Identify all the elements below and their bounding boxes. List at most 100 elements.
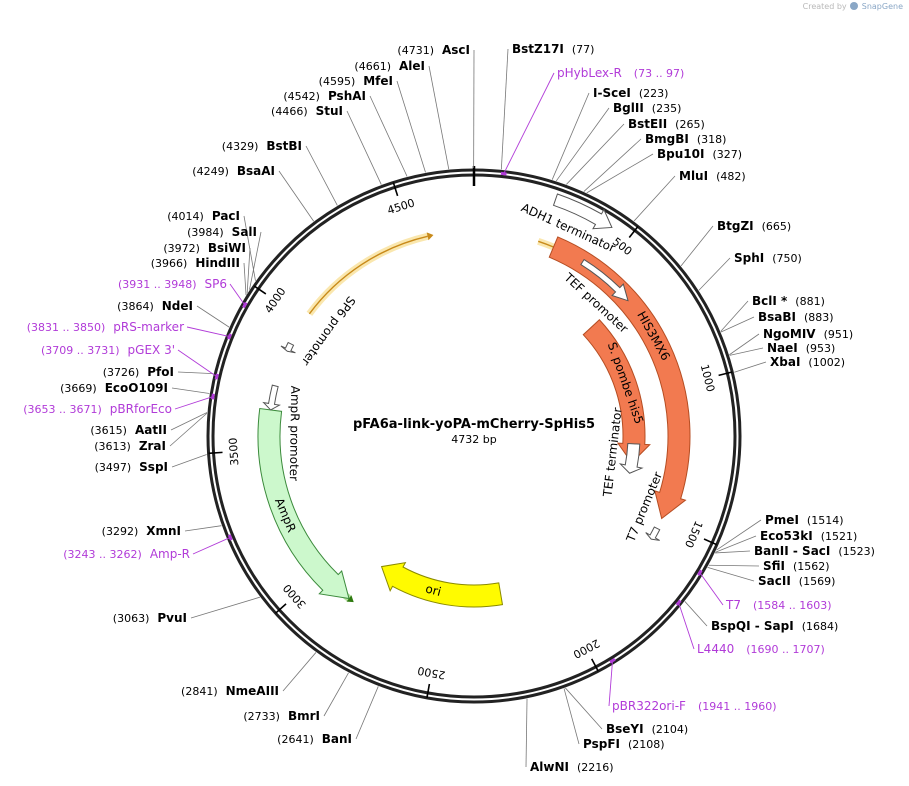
primer-label[interactable]: (3831 .. 3850)pRS-marker	[27, 320, 184, 334]
feature-ori	[380, 561, 504, 608]
primer-range: (1941 .. 1960)	[698, 700, 777, 713]
enzyme-label[interactable]: BstZ17I(77)	[512, 42, 594, 56]
enzyme-label[interactable]: SacII(1569)	[758, 574, 835, 588]
enzyme-label[interactable]: Eco53kI(1521)	[760, 529, 857, 543]
enzyme-label[interactable]: XbaI(1002)	[770, 355, 845, 369]
enzyme-label[interactable]: (3972)BsiWI	[163, 241, 246, 255]
enzyme-label[interactable]: (4595)MfeI	[319, 74, 393, 88]
enzyme-position: (953)	[806, 342, 836, 355]
primer-label[interactable]: (3931 .. 3948)SP6	[118, 277, 227, 291]
enzyme-label[interactable]: (3063) PvuI	[113, 611, 187, 625]
enzyme-label[interactable]: BanII - SacI(1523)	[754, 544, 875, 558]
enzyme-label[interactable]: NgoMIV(951)	[763, 327, 853, 341]
primer-label[interactable]: L4440(1690 .. 1707)	[697, 642, 825, 656]
enzyme-label[interactable]: (4542)PshAI	[283, 89, 366, 103]
enzyme-name: XbaI	[770, 355, 800, 369]
enzyme-position: (1569)	[799, 575, 836, 588]
enzyme-label[interactable]: (2841)NmeAIII	[181, 684, 279, 698]
enzyme-position: (3497)	[95, 461, 132, 474]
enzyme-leader	[278, 170, 314, 222]
enzyme-leader	[734, 361, 767, 373]
enzyme-label[interactable]: PmeI(1514)	[765, 513, 843, 527]
enzyme-label[interactable]: BseYI(2104)	[606, 722, 688, 736]
enzyme-label[interactable]: SphI(750)	[734, 251, 802, 265]
primer-leader	[177, 349, 218, 377]
enzyme-label[interactable]: MluI(482)	[679, 169, 746, 183]
enzyme-label[interactable]: BstEII(265)	[628, 117, 705, 131]
enzyme-position: (3726)	[103, 366, 140, 379]
enzyme-label[interactable]: (3292)XmnI	[102, 524, 181, 538]
enzyme-name: ZraI	[139, 439, 166, 453]
enzyme-label[interactable]: (3984)SalI	[187, 225, 257, 239]
enzyme-name: PacI	[212, 209, 240, 223]
primer-mark	[697, 569, 703, 576]
enzyme-position: (3292)	[102, 525, 139, 538]
enzyme-name: HindIII	[195, 256, 240, 270]
enzyme-label[interactable]: (4731)AscI	[397, 43, 470, 57]
enzyme-name: BspQI - SapI	[711, 619, 794, 633]
enzyme-label[interactable]: (3966)HindIII	[151, 256, 240, 270]
enzyme-label[interactable]: (3669)EcoO109I	[60, 381, 168, 395]
enzyme-label[interactable]: NaeI (953)	[767, 341, 835, 355]
primer-label[interactable]: pHybLex-R(73 .. 97)	[557, 66, 684, 80]
enzyme-leader	[196, 305, 230, 328]
enzyme-position: (318)	[697, 133, 727, 146]
enzyme-name: EcoO109I	[105, 381, 168, 395]
primer-leader	[699, 572, 724, 606]
enzyme-label[interactable]: (4329)BstBI	[222, 139, 302, 153]
primer-mark	[609, 657, 616, 664]
enzyme-label[interactable]: (2641)BanI	[277, 732, 352, 746]
enzyme-position: (4595)	[319, 75, 356, 88]
enzyme-label[interactable]: BclI *(881)	[752, 294, 825, 308]
enzyme-position: (3063)	[113, 612, 150, 625]
enzyme-name: NaeI	[767, 341, 798, 355]
enzyme-leader	[355, 686, 379, 740]
enzyme-leader	[305, 145, 338, 206]
enzyme-label[interactable]: BmgBI (318)	[645, 132, 726, 146]
enzyme-leader	[500, 48, 509, 170]
enzyme-name: BseYI	[606, 722, 644, 736]
enzyme-position: (482)	[716, 170, 746, 183]
enzyme-label[interactable]: AlwNI(2216)	[530, 760, 614, 774]
enzyme-label[interactable]: Bpu10I(327)	[657, 147, 742, 161]
enzyme-label[interactable]: (3497)SspI	[95, 460, 168, 474]
enzyme-label[interactable]: (3726)PfoI	[103, 365, 174, 379]
primer-leader	[503, 72, 555, 174]
enzyme-name: NmeAIII	[226, 684, 279, 698]
plasmid-name: pFA6a-link-yoPA-mCherry-SpHis5	[353, 417, 595, 432]
enzyme-label[interactable]: BtgZI(665)	[717, 219, 791, 233]
primer-label[interactable]: (3709 .. 3731)pGEX 3'	[41, 343, 175, 357]
primer-leader	[186, 326, 230, 337]
enzyme-label[interactable]: I-SceI(223)	[593, 86, 668, 100]
enzyme-label[interactable]: (4661)AleI	[354, 59, 425, 73]
enzyme-leader	[715, 550, 751, 554]
enzyme-label[interactable]: PspFI(2108)	[583, 737, 665, 751]
enzyme-label[interactable]: BspQI - SapI(1684)	[711, 619, 838, 633]
enzyme-label[interactable]: (4466)StuI	[271, 104, 343, 118]
enzyme-label[interactable]: (2733)BmrI	[243, 709, 320, 723]
enzyme-leader	[323, 672, 349, 717]
primer-leader	[678, 602, 695, 650]
enzyme-label[interactable]: (4014)PacI	[167, 209, 240, 223]
enzyme-name: BmgBI	[645, 132, 689, 146]
enzyme-label[interactable]: BsaBI(883)	[758, 310, 834, 324]
enzyme-name: PvuI	[157, 611, 187, 625]
enzyme-label[interactable]: (3615)AatII	[90, 423, 167, 437]
enzyme-label[interactable]: (3864)NdeI	[117, 299, 193, 313]
tick-mark	[392, 182, 399, 197]
enzyme-leader	[566, 123, 625, 185]
enzyme-label[interactable]: (3613)ZraI	[94, 439, 166, 453]
primer-label[interactable]: (3243 .. 3262)Amp-R	[63, 547, 190, 561]
primer-label[interactable]: T7(1584 .. 1603)	[725, 598, 832, 612]
enzyme-label[interactable]: (4249)BsaAI	[192, 164, 275, 178]
snapgene-logo-icon	[850, 2, 859, 10]
tick-label: 2500	[417, 664, 447, 682]
enzyme-label[interactable]: BglII(235)	[613, 101, 681, 115]
primer-label[interactable]: pBR322ori-F(1941 .. 1960)	[612, 699, 777, 713]
primer-leader	[192, 537, 231, 555]
primer-name: pGEX 3'	[128, 343, 175, 357]
enzyme-position: (1562)	[793, 560, 830, 573]
primer-label[interactable]: (3653 .. 3671)pBRforEco	[23, 402, 172, 416]
enzyme-label[interactable]: SfiI(1562)	[763, 559, 830, 573]
